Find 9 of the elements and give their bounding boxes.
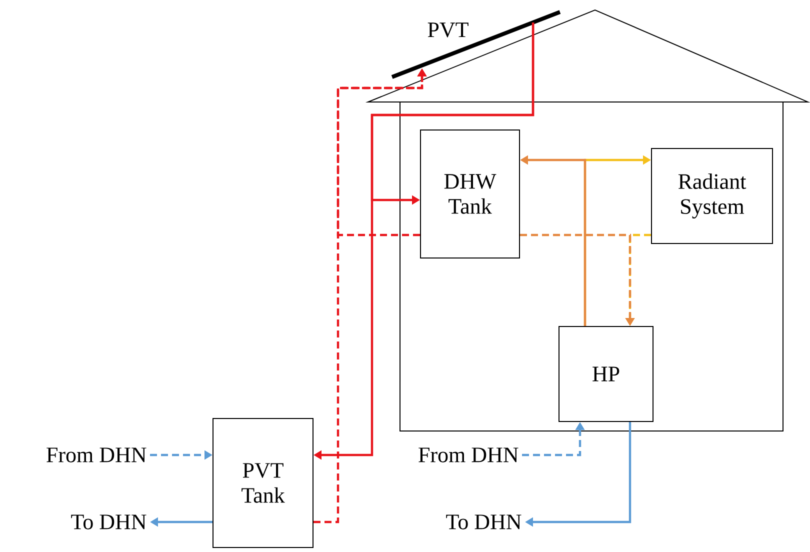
process-box: HP [558,326,654,422]
panel-label: PVT [428,22,468,38]
process-box: Radiant System [651,148,773,244]
process-box: PVT Tank [212,418,314,548]
process-box: DHW Tank [420,130,520,258]
flow-label: To DHN [446,514,522,530]
flow-label: From DHN [46,448,146,462]
flow-label: From DHN [418,448,518,462]
flow-label: To DHN [71,514,146,530]
